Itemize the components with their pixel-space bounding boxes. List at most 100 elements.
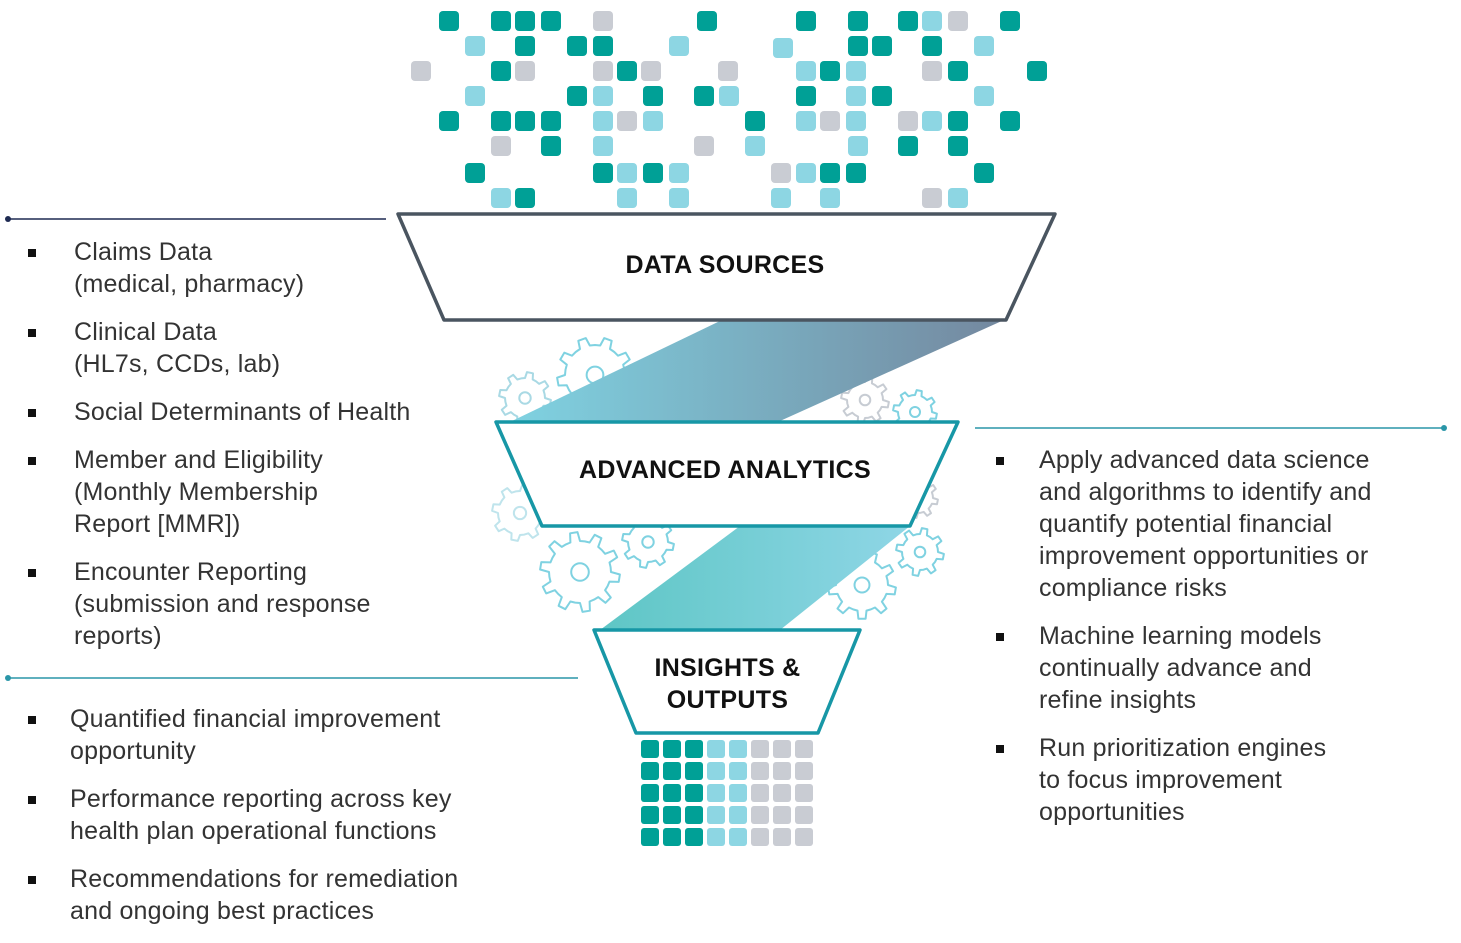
gear-hub xyxy=(853,576,871,594)
grid-square xyxy=(729,806,747,824)
data-sources-list: Claims Data (medical, pharmacy)Clinical … xyxy=(28,236,488,668)
data-square xyxy=(515,188,535,208)
grid-square xyxy=(773,784,791,802)
grid-square xyxy=(751,762,769,780)
data-square xyxy=(848,11,868,31)
grid-square xyxy=(685,784,703,802)
connector-top xyxy=(512,320,1004,421)
grid-square xyxy=(773,762,791,780)
data-square xyxy=(848,136,868,156)
data-square xyxy=(617,111,637,131)
grid-square xyxy=(663,828,681,846)
data-square xyxy=(593,61,613,81)
data-square xyxy=(796,163,816,183)
outputs-list: Quantified financial improvement opportu… xyxy=(28,703,568,943)
data-square xyxy=(643,86,663,106)
data-square xyxy=(515,61,535,81)
data-square xyxy=(694,136,714,156)
grid-square xyxy=(773,828,791,846)
data-square xyxy=(846,111,866,131)
list-item: Social Determinants of Health xyxy=(28,396,488,428)
data-square xyxy=(465,86,485,106)
grid-square xyxy=(641,806,659,824)
gear-icon xyxy=(539,531,621,613)
data-square xyxy=(567,36,587,56)
data-square xyxy=(541,136,561,156)
data-square xyxy=(796,86,816,106)
data-square xyxy=(541,111,561,131)
data-square xyxy=(974,163,994,183)
list-item: Clinical Data (HL7s, CCDs, lab) xyxy=(28,316,488,380)
data-square xyxy=(491,61,511,81)
data-square xyxy=(439,11,459,31)
list-item: Performance reporting across key health … xyxy=(28,783,568,847)
gear-hub xyxy=(512,505,528,521)
stage-label-insights-outputs: INSIGHTS &OUTPUTS xyxy=(654,654,801,714)
list-item: Recommendations for remediation and ongo… xyxy=(28,863,568,927)
data-square xyxy=(948,136,968,156)
pointer-line-data-sources xyxy=(5,216,386,222)
grid-square xyxy=(751,784,769,802)
grid-square xyxy=(795,740,813,758)
funnel-stage-advanced-analytics xyxy=(494,420,960,528)
data-square xyxy=(491,188,511,208)
data-square xyxy=(872,36,892,56)
data-square xyxy=(593,136,613,156)
data-square xyxy=(465,36,485,56)
data-square xyxy=(974,86,994,106)
grid-square xyxy=(641,762,659,780)
data-square xyxy=(669,188,689,208)
data-square xyxy=(1000,11,1020,31)
data-square xyxy=(491,11,511,31)
stage-label-data-sources: DATA SOURCES xyxy=(625,251,825,279)
output-squares-grid xyxy=(641,740,813,846)
data-square xyxy=(515,111,535,131)
grid-square xyxy=(707,784,725,802)
gear-hub xyxy=(858,393,872,407)
grid-square xyxy=(795,828,813,846)
grid-square xyxy=(773,806,791,824)
data-square xyxy=(745,111,765,131)
grid-square xyxy=(707,740,725,758)
data-square xyxy=(617,188,637,208)
data-square xyxy=(796,11,816,31)
gear-hub xyxy=(518,391,532,405)
gear-hub xyxy=(570,562,590,582)
grid-square xyxy=(663,740,681,758)
data-square xyxy=(593,36,613,56)
data-square xyxy=(771,188,791,208)
list-item: Quantified financial improvement opportu… xyxy=(28,703,568,767)
grid-square xyxy=(685,762,703,780)
data-square xyxy=(643,163,663,183)
grid-square xyxy=(685,806,703,824)
data-square xyxy=(820,163,840,183)
grid-square xyxy=(641,784,659,802)
data-square xyxy=(922,11,942,31)
data-square xyxy=(593,163,613,183)
data-square xyxy=(820,61,840,81)
gear-icon xyxy=(895,527,945,577)
data-square xyxy=(617,61,637,81)
grid-square xyxy=(751,828,769,846)
data-square xyxy=(771,163,791,183)
data-square xyxy=(694,86,714,106)
grid-square xyxy=(729,740,747,758)
data-square xyxy=(773,38,793,58)
data-square xyxy=(718,61,738,81)
data-square xyxy=(669,36,689,56)
data-square xyxy=(848,36,868,56)
funnel-stage-insights xyxy=(592,628,862,735)
grid-square xyxy=(773,740,791,758)
data-square xyxy=(846,61,866,81)
grid-square xyxy=(707,828,725,846)
data-square xyxy=(1027,61,1047,81)
data-square xyxy=(465,163,485,183)
grid-square xyxy=(795,762,813,780)
data-square xyxy=(820,188,840,208)
list-item: Member and Eligibility (Monthly Membersh… xyxy=(28,444,488,540)
pointer-line-outputs xyxy=(5,675,578,681)
funnel-stage-data-sources xyxy=(396,212,1057,322)
grid-square xyxy=(795,806,813,824)
data-square xyxy=(697,11,717,31)
